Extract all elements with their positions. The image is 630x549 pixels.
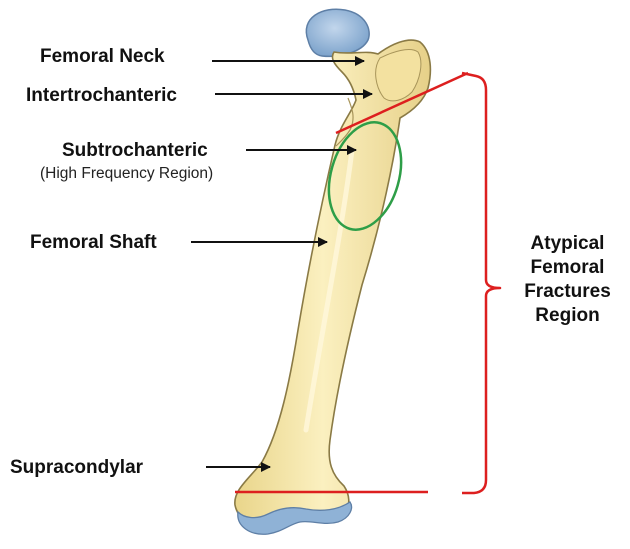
label-high-frequency-region: (High Frequency Region) bbox=[40, 166, 213, 182]
label-supracondylar: Supracondylar bbox=[10, 458, 143, 477]
region-line-1: Atypical bbox=[505, 232, 630, 256]
label-femoral-shaft: Femoral Shaft bbox=[30, 233, 157, 252]
femoral-head bbox=[306, 9, 369, 56]
label-intertrochanteric: Intertrochanteric bbox=[26, 86, 177, 105]
region-line-2: Femoral bbox=[505, 256, 630, 280]
region-line-3: Fractures bbox=[505, 280, 630, 304]
atypical-fracture-region-label: Atypical Femoral Fractures Region bbox=[505, 232, 630, 328]
label-femoral-neck: Femoral Neck bbox=[40, 47, 165, 66]
label-subtrochanteric: Subtrochanteric bbox=[62, 141, 208, 160]
region-line-4: Region bbox=[505, 304, 630, 328]
region-bracket bbox=[462, 73, 500, 493]
